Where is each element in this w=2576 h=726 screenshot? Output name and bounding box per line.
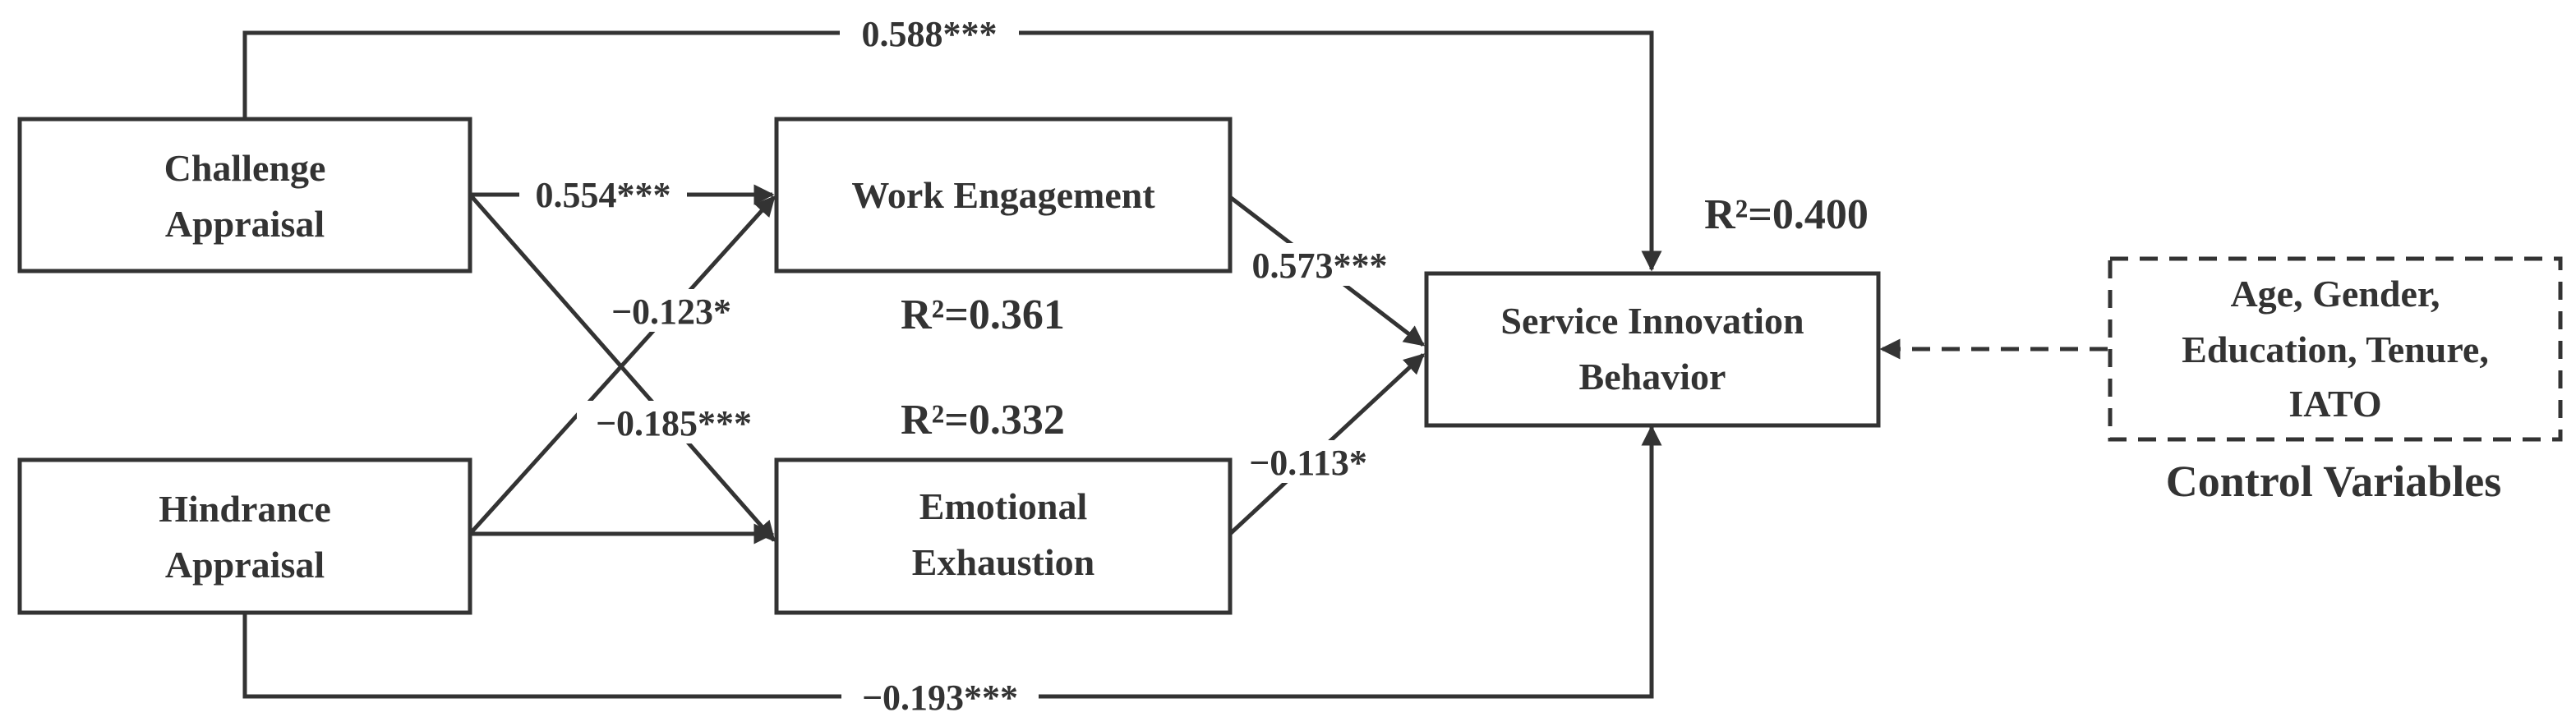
node-service-innovation-behavior: Service Innovation Behavior	[1424, 271, 1881, 428]
node-label-line: Challenge	[164, 147, 326, 189]
node-label-line: Work Engagement	[851, 174, 1155, 216]
node-label-line: IATO	[2288, 383, 2381, 425]
node-emotional-exhaustion: Emotional Exhaustion	[774, 457, 1233, 615]
r2-work-engagement: R²=0.361	[901, 292, 1065, 338]
node-challenge-appraisal: Challenge Appraisal	[17, 117, 472, 273]
node-label-line: Service Innovation	[1500, 300, 1804, 342]
node-label-line: Education, Tenure,	[2182, 329, 2489, 370]
node-label-line: Exhaustion	[912, 541, 1094, 583]
r2-service-innovation-behavior: R²=0.400	[1704, 191, 1869, 238]
coef-hindrance-to-engagement: −0.123*	[598, 289, 744, 332]
coef-challenge-to-sib: 0.588***	[840, 11, 1019, 54]
r2-emotional-exhaustion: R²=0.332	[901, 397, 1065, 443]
svg-text:0.588***: 0.588***	[862, 14, 998, 54]
node-label-line: Behavior	[1579, 356, 1726, 397]
coef-exhaustion-to-sib: −0.113*	[1234, 440, 1382, 483]
node-label-line: Appraisal	[165, 544, 325, 586]
svg-text:0.554***: 0.554***	[536, 175, 671, 215]
coef-challenge-to-engagement: 0.554***	[519, 172, 687, 215]
node-hindrance-appraisal: Hindrance Appraisal	[17, 457, 472, 615]
node-label-line: Appraisal	[165, 203, 325, 245]
node-control-variables: Age, Gender, Education, Tenure, IATO	[2108, 256, 2563, 442]
coef-challenge-to-exhaustion: −0.185***	[577, 401, 771, 443]
svg-text:−0.193***: −0.193***	[862, 678, 1018, 718]
node-label-line: Age, Gender,	[2230, 273, 2440, 315]
svg-text:−0.123*: −0.123*	[611, 292, 731, 332]
coef-hindrance-to-sib: −0.193***	[841, 675, 1039, 718]
coef-engagement-to-sib: 0.573***	[1233, 243, 1407, 286]
node-work-engagement: Work Engagement	[774, 117, 1233, 273]
node-label-line: Hindrance	[159, 488, 331, 530]
control-variables-caption: Control Variables	[2166, 457, 2502, 506]
svg-text:0.573***: 0.573***	[1252, 246, 1388, 286]
node-label-line: Emotional	[919, 485, 1087, 527]
path-hindrance-to-engagement	[468, 195, 776, 535]
svg-text:−0.185***: −0.185***	[596, 403, 752, 443]
svg-text:−0.113*: −0.113*	[1249, 443, 1367, 483]
